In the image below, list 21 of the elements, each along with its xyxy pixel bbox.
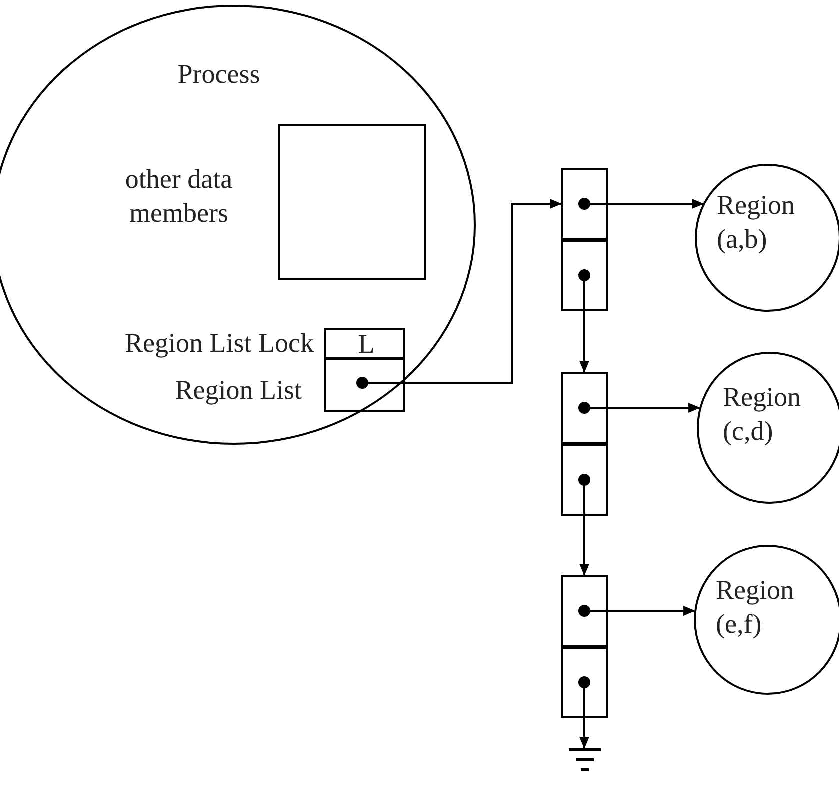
node-label: Region (c,d) — [723, 381, 802, 448]
list-cell — [278, 124, 426, 280]
list-cell — [561, 575, 608, 647]
list-cell — [561, 647, 608, 718]
list-cell — [561, 240, 608, 311]
list-cell — [324, 358, 405, 412]
field-label: Region List — [174, 374, 302, 407]
node-label: Region (a,b) — [717, 189, 796, 256]
circle-node — [697, 352, 839, 504]
circle-node — [694, 545, 839, 695]
circle-node — [0, 5, 476, 445]
field-label: Region List Lock — [124, 327, 314, 360]
node-label: Region (e,f) — [716, 574, 795, 641]
field-label: other data members — [124, 163, 234, 230]
list-cell — [561, 444, 608, 516]
list-cell — [561, 372, 608, 444]
list-cell — [324, 328, 405, 359]
circle-title: Process — [176, 58, 262, 91]
node-label: L — [357, 328, 376, 361]
list-cell — [561, 168, 608, 240]
circle-node — [695, 164, 839, 312]
